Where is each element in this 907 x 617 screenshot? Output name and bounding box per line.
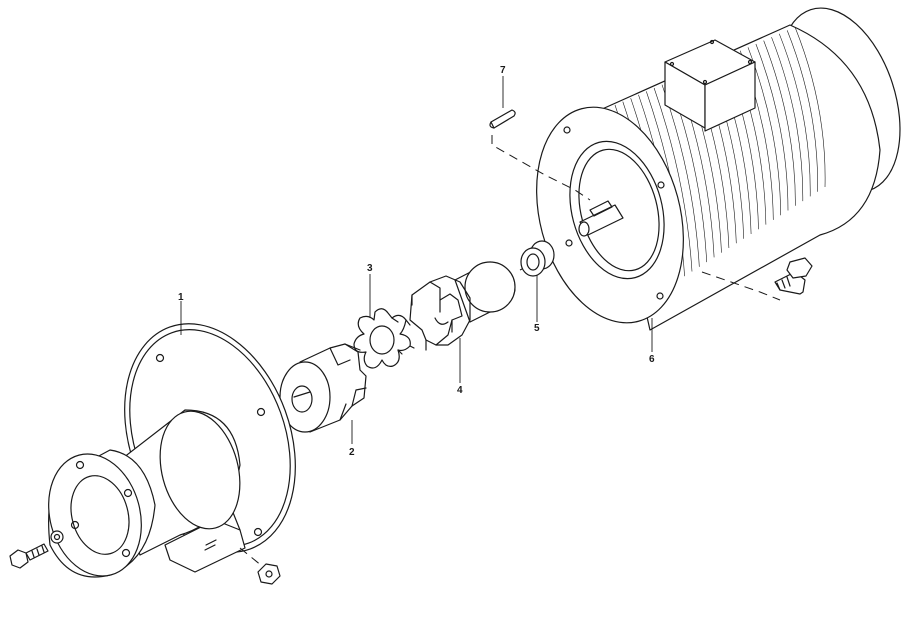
hex-nut-icon — [239, 547, 281, 585]
callout-2: 2 — [349, 447, 355, 458]
callout-5: 5 — [534, 323, 540, 334]
callout-1: 1 — [178, 292, 184, 303]
hex-bolt-icon — [701, 257, 813, 301]
electric-motor-icon — [536, 7, 901, 331]
motor-coupling-hub-icon — [409, 261, 516, 351]
cooling-fin — [794, 26, 826, 188]
cooling-fin — [763, 40, 796, 206]
callout-4: 4 — [457, 385, 463, 396]
shaft-key-icon — [489, 109, 591, 201]
spacer-ring-icon — [520, 240, 555, 277]
hex-bolt-washer-icon — [9, 530, 64, 569]
cooling-fin — [786, 30, 818, 192]
callout-6: 6 — [649, 354, 655, 365]
callout-3: 3 — [367, 263, 373, 274]
callout-7: 7 — [500, 65, 506, 76]
cooling-fin — [771, 37, 804, 202]
cooling-fin — [755, 43, 789, 211]
spider-insert-icon — [353, 308, 415, 369]
cooling-fin — [653, 87, 693, 272]
pump-coupling-hub-icon — [279, 343, 367, 433]
callout-leaders — [180, 76, 653, 444]
bell-housing-adapter-icon — [48, 323, 296, 578]
cooling-fin — [779, 33, 811, 197]
